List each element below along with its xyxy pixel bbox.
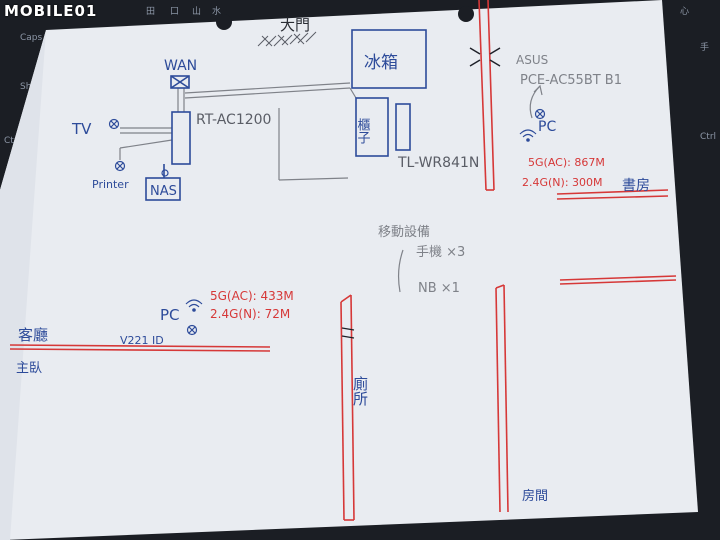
study-5g-speed: 5G(AC): 867M: [528, 156, 605, 169]
study-room-label: 書房: [622, 178, 650, 194]
punch-hole: [458, 6, 474, 22]
study-24g-speed: 2.4G(N): 300M: [522, 176, 603, 189]
wall-line: [9, 344, 271, 348]
router-label: RT-AC1200: [196, 112, 271, 128]
study-pc-port-icon: [534, 108, 546, 120]
keyboard-key: 田: [146, 7, 156, 17]
wan-socket-box: [170, 75, 190, 89]
cabinet-box: [355, 97, 389, 157]
wan-label: WAN: [164, 58, 197, 74]
wifi-icon: [185, 299, 203, 312]
living-24g-speed: 2.4G(N): 72M: [210, 307, 290, 321]
study-pc-label: PC: [538, 119, 556, 135]
printer-port-icon: [114, 160, 126, 172]
front-door-label: 大門: [280, 16, 310, 34]
door-mark: [341, 327, 355, 339]
tplink-box: [395, 103, 411, 151]
toilet-label: 廁所: [351, 375, 369, 406]
master-bedroom-label: 主臥: [16, 361, 42, 376]
cabinet-label: 櫃子: [355, 118, 371, 144]
mobile-devices-bracket: [397, 249, 404, 293]
wall-line: [495, 287, 501, 513]
wall-line: [559, 275, 677, 281]
living-5g-speed: 5G(AC): 433M: [210, 289, 294, 303]
keyboard-key: 口: [170, 7, 180, 17]
wifi-icon: [519, 129, 537, 142]
phones-count-label: 手機 ×3: [416, 245, 465, 260]
keyboard-key: 水: [212, 7, 222, 17]
keyboard-key-caps: Caps Lo: [20, 33, 56, 43]
keyboard-key: 心: [680, 7, 690, 17]
wall-line: [478, 0, 487, 191]
living-pc-port-icon: [186, 324, 198, 336]
bedroom-label: 房間: [522, 488, 548, 504]
wall-line: [556, 189, 669, 195]
tplink-label: TL-WR841N: [397, 155, 479, 171]
front-door-hatching: [257, 31, 317, 47]
ethernet-cable-line: [184, 82, 351, 94]
living-pc-label: PC: [160, 306, 180, 324]
keyboard-key-ctrl: Ctrl: [700, 132, 717, 142]
paper-sheet: [0, 0, 698, 540]
tv-label: TV: [71, 120, 92, 138]
asus-label: ASUS: [516, 53, 548, 67]
nas-port-icon: [161, 169, 169, 177]
router-box: [171, 111, 191, 165]
fridge-box: [351, 29, 427, 89]
nas-label: NAS: [150, 184, 177, 199]
living-room-label: 客廳: [18, 326, 48, 344]
nas-box: [145, 177, 181, 201]
door-mark: [469, 47, 501, 67]
keyboard-key-ctrl: Ctrl: [4, 136, 21, 146]
wall-line: [340, 301, 345, 521]
asus-card-label: PCE-AC55BT B1: [520, 73, 622, 88]
v221-label: V221 ID: [120, 334, 164, 347]
printer-label: Printer: [92, 178, 129, 191]
paper-edge: [0, 30, 46, 540]
ethernet-cable-line: [184, 87, 351, 99]
punch-hole: [216, 14, 232, 30]
tv-port-icon: [108, 118, 120, 130]
fridge-label: 冰箱: [364, 53, 398, 73]
keyboard-key: 手: [700, 43, 710, 53]
mobile-devices-label: 移動設備: [378, 224, 430, 240]
nb-count-label: NB ×1: [418, 281, 460, 296]
keyboard-key: 山: [192, 7, 202, 17]
mobile01-watermark-logo: MOBILE01: [4, 2, 98, 20]
